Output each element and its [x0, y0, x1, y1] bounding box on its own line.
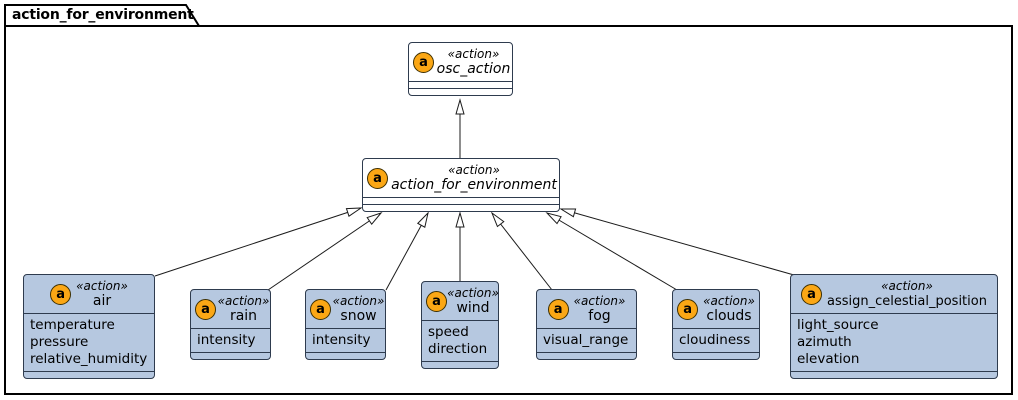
- class-wind-title: a «action» wind: [422, 282, 498, 321]
- class-air-attributes: temperature pressure relative_humidity: [24, 314, 154, 372]
- action-spot-icon: a: [426, 290, 447, 312]
- attribute-item: intensity: [197, 332, 256, 348]
- empty-methods-compartment: [673, 353, 759, 359]
- class-osc-action-title: a «action» osc_action: [409, 43, 512, 82]
- class-clouds: a «action» clouds cloudiness: [672, 289, 760, 360]
- generalization-arrow: [490, 211, 553, 291]
- stereotype-label: «action»: [447, 46, 500, 61]
- empty-fields-compartment: [363, 198, 559, 205]
- class-assign-celestial-position: a «action» assign_celestial_position lig…: [790, 274, 998, 379]
- attribute-item: speed: [428, 324, 469, 340]
- class-name: osc_action: [436, 60, 511, 77]
- stereotype-label: «action»: [332, 293, 385, 308]
- attribute-item: pressure: [30, 334, 89, 350]
- class-name: wind: [456, 299, 490, 316]
- action-spot-icon: a: [413, 51, 434, 73]
- empty-methods-compartment: [791, 372, 997, 378]
- empty-methods-compartment: [537, 353, 636, 359]
- action-spot-icon: a: [801, 283, 823, 305]
- class-clouds-title: a «action» clouds: [673, 290, 759, 329]
- class-air-title: a «action» air: [24, 275, 154, 314]
- attribute-item: intensity: [312, 332, 371, 348]
- action-spot-icon: a: [50, 283, 72, 305]
- class-wind: a «action» wind speed direction: [421, 281, 499, 369]
- stereotype-label: «action»: [573, 293, 626, 308]
- generalization-arrow: [559, 208, 795, 276]
- class-action-for-environment: a «action» action_for_environment: [362, 158, 560, 212]
- stereotype-label: «action»: [703, 293, 755, 308]
- attribute-item: light_source: [797, 317, 879, 333]
- class-snow: a «action» snow intensity: [305, 289, 386, 360]
- class-fog-attributes: visual_range: [537, 329, 636, 353]
- class-name: fog: [588, 307, 611, 324]
- class-name: assign_celestial_position: [827, 293, 987, 309]
- class-osc-action: a «action» osc_action: [408, 42, 513, 96]
- stereotype-label: «action»: [217, 293, 270, 308]
- class-name: action_for_environment: [391, 176, 557, 193]
- stereotype-label: «action»: [447, 285, 499, 300]
- empty-methods-compartment: [363, 205, 559, 211]
- class-fog: a «action» fog visual_range: [536, 289, 637, 360]
- action-spot-icon: a: [677, 298, 699, 320]
- stereotype-label: «action»: [448, 162, 500, 177]
- stereotype-label: «action»: [881, 278, 933, 293]
- empty-fields-compartment: [409, 82, 512, 89]
- action-spot-icon: a: [195, 298, 216, 320]
- empty-methods-compartment: [24, 372, 154, 378]
- attribute-item: temperature: [30, 317, 115, 333]
- attribute-item: elevation: [797, 351, 860, 367]
- class-clouds-attributes: cloudiness: [673, 329, 759, 353]
- empty-methods-compartment: [191, 353, 270, 359]
- attribute-item: visual_range: [543, 332, 629, 348]
- class-rain-title: a «action» rain: [191, 290, 270, 329]
- stereotype-label: «action»: [76, 278, 128, 293]
- attribute-item: direction: [428, 341, 488, 357]
- attribute-item: cloudiness: [679, 332, 751, 348]
- action-spot-icon: a: [310, 298, 331, 320]
- class-action-for-environment-title: a «action» action_for_environment: [363, 159, 559, 198]
- generalization-arrow: [154, 207, 363, 277]
- class-rain-attributes: intensity: [191, 329, 270, 353]
- class-name: clouds: [706, 307, 752, 324]
- class-name: air: [92, 292, 112, 309]
- class-assign-celestial-position-attributes: light_source azimuth elevation: [791, 314, 997, 372]
- action-spot-icon: a: [547, 298, 569, 320]
- empty-methods-compartment: [306, 353, 385, 359]
- attribute-item: relative_humidity: [30, 351, 148, 367]
- class-assign-celestial-position-title: a «action» assign_celestial_position: [791, 275, 997, 314]
- empty-methods-compartment: [422, 362, 498, 368]
- class-rain: a «action» rain intensity: [190, 289, 271, 360]
- generalization-arrow: [545, 212, 678, 291]
- class-fog-title: a «action» fog: [537, 290, 636, 329]
- empty-methods-compartment: [409, 89, 512, 95]
- class-wind-attributes: speed direction: [422, 321, 498, 362]
- action-spot-icon: a: [367, 167, 388, 189]
- package-title: action_for_environment: [12, 7, 194, 23]
- generalization-arrow: [267, 211, 383, 291]
- class-name: rain: [229, 307, 258, 324]
- generalization-arrow: [385, 211, 429, 291]
- class-snow-attributes: intensity: [306, 329, 385, 353]
- class-name: snow: [340, 307, 377, 324]
- class-snow-title: a «action» snow: [306, 290, 385, 329]
- attribute-item: azimuth: [797, 334, 852, 350]
- class-air: a «action» air temperature pressure rela…: [23, 274, 155, 379]
